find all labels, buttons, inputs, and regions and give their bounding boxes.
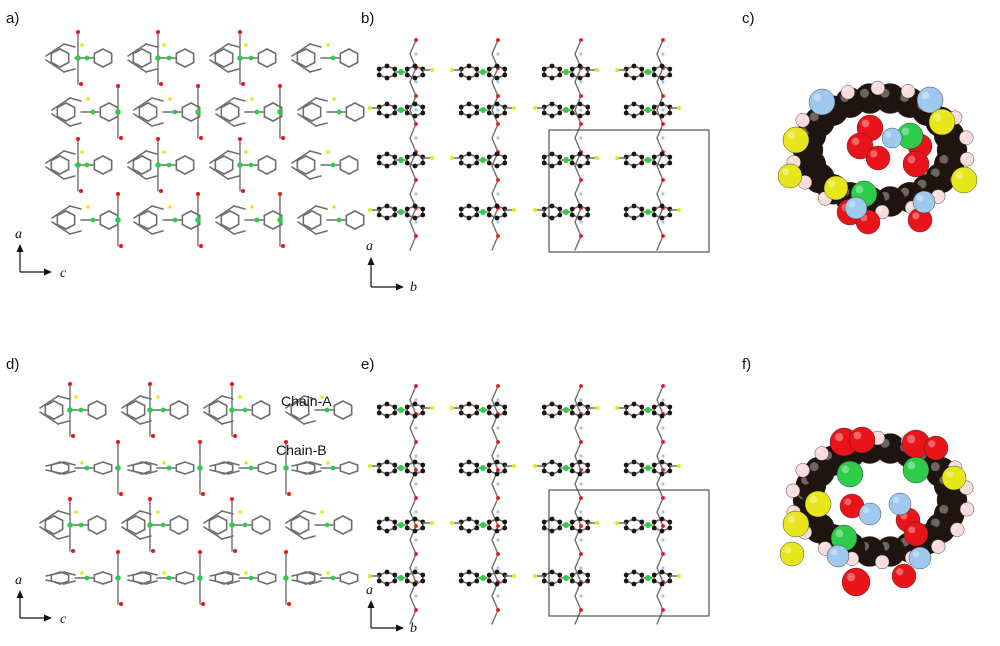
axis-indicator-b: a b bbox=[366, 239, 417, 295]
axis-label-horizontal: c bbox=[60, 612, 67, 627]
axis-label-horizontal: b bbox=[410, 621, 417, 636]
axis-arrow-right-icon bbox=[44, 268, 52, 276]
axis-label-vertical: a bbox=[366, 583, 373, 598]
axis-label-horizontal: c bbox=[60, 266, 67, 281]
axis-indicator-d: a c bbox=[15, 573, 67, 627]
panel-f-spacefill bbox=[779, 426, 975, 597]
panel-b-structure bbox=[368, 38, 681, 251]
panel-label-d: d) bbox=[6, 356, 20, 373]
axis-arrow-right-icon bbox=[396, 283, 404, 291]
axis-arrow-up-icon bbox=[16, 590, 24, 598]
panel-d-structure bbox=[39, 382, 359, 606]
axis-label-horizontal: b bbox=[410, 280, 417, 295]
panel-label-b: b) bbox=[361, 10, 375, 27]
panel-e-structure bbox=[368, 384, 681, 625]
axis-arrow-up-icon bbox=[367, 257, 375, 265]
axis-arrow-up-icon bbox=[367, 600, 375, 608]
unit-cell-box-b bbox=[548, 129, 710, 253]
unit-cell-box-e bbox=[548, 489, 710, 617]
axis-arrow-up-icon bbox=[16, 244, 24, 252]
axis-arrow-right-icon bbox=[396, 624, 404, 632]
panel-label-f: f) bbox=[742, 356, 752, 373]
chain-a-label: Chain-A bbox=[281, 393, 332, 409]
axis-label-vertical: a bbox=[15, 573, 22, 588]
panel-c-spacefill bbox=[777, 80, 978, 235]
panel-label-c: c) bbox=[742, 10, 755, 27]
chain-b-label: Chain-B bbox=[276, 442, 327, 458]
axis-arrow-right-icon bbox=[44, 614, 52, 622]
axis-label-vertical: a bbox=[15, 227, 22, 242]
axis-indicator-e: a b bbox=[366, 583, 417, 636]
axis-indicator-a: a c bbox=[15, 227, 67, 281]
panel-a-structure bbox=[45, 30, 365, 248]
panel-label-e: e) bbox=[361, 356, 375, 373]
panel-label-a: a) bbox=[6, 10, 20, 27]
axis-label-vertical: a bbox=[366, 239, 373, 254]
